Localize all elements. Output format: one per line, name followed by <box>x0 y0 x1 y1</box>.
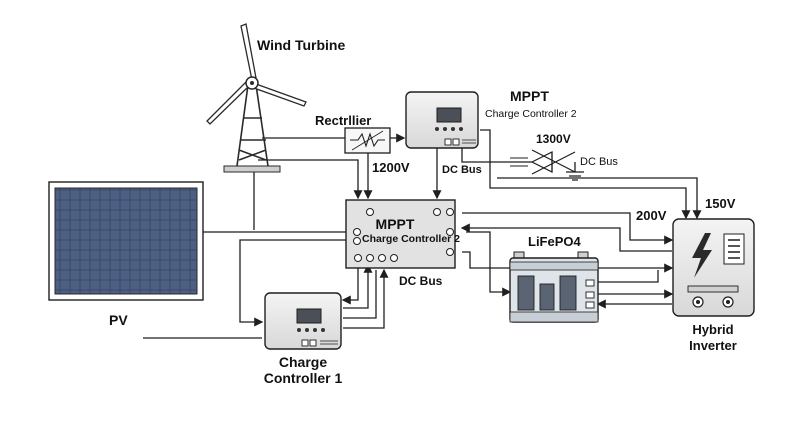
charge-controller-1-line1: Charge <box>279 354 327 370</box>
battery-icon <box>509 251 599 323</box>
diode-icon <box>510 149 576 175</box>
voltage-200-label: 200V <box>636 208 667 223</box>
ground-icon <box>566 171 584 181</box>
mppt2-subtitle: Charge Controller 2 <box>485 108 577 120</box>
voltage-150-label: 150V <box>705 196 736 211</box>
pv-label: PV <box>109 312 128 328</box>
mppt-charge-controller-2-icon <box>405 91 479 149</box>
inverter-line2: Inverter <box>689 338 737 353</box>
mppt2-title: MPPT <box>510 88 549 104</box>
wind-turbine-label: Wind Turbine <box>257 37 345 53</box>
dc-bus-mid-label: DC Bus <box>442 164 482 176</box>
rectifier-icon <box>344 127 391 154</box>
mppt-main-title: MPPT <box>376 216 415 232</box>
charge-controller-1-icon <box>264 292 342 350</box>
voltage-1300-label: 1300V <box>536 132 571 146</box>
inverter-line1: Hybrid <box>692 322 733 337</box>
dc-bus-bottom-label: DC Bus <box>399 274 443 288</box>
solar-panel-icon <box>48 181 204 301</box>
mppt-main-subtitle: Charge Controller 2 <box>362 233 460 245</box>
lifepo4-label: LiFePO4 <box>528 234 582 249</box>
inverter-icon <box>672 218 755 317</box>
voltage-1200-label: 1200V <box>372 160 410 175</box>
wind-turbine-icon <box>206 23 307 173</box>
dc-bus-right-label: DC Bus <box>580 156 618 168</box>
charge-controller-1-line2: Controller 1 <box>264 370 343 386</box>
rectifier-label: Rectrllier <box>315 113 371 128</box>
mppt-main-controller-icon <box>345 199 456 269</box>
